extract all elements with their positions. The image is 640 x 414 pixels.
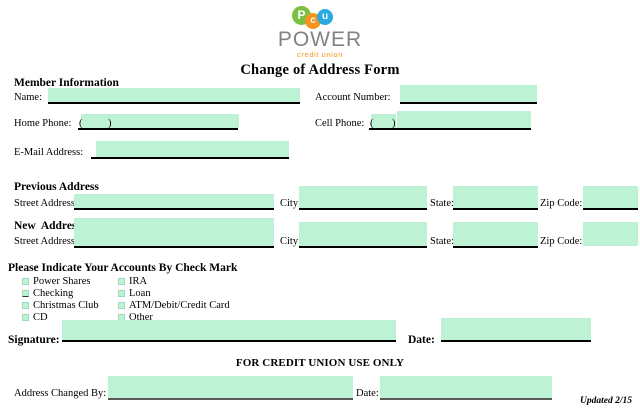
previous-zip-label: Zip Code:	[540, 198, 583, 209]
previous-state-field[interactable]	[453, 186, 538, 208]
new-zip-field[interactable]	[583, 222, 638, 246]
new-zip-label: Zip Code:	[540, 236, 583, 247]
cell-phone-open-paren: (	[370, 118, 374, 129]
previous-street-address-field[interactable]	[74, 194, 274, 208]
home-phone-label: Home Phone:	[14, 118, 72, 129]
name-field[interactable]	[48, 88, 300, 102]
checkbox-label-checking: Checking	[33, 288, 74, 299]
credit-union-date-field[interactable]	[380, 376, 552, 398]
previous-street-address-label: Street Address:	[14, 198, 78, 209]
home-phone-field-rule	[78, 128, 238, 130]
section-heading-member-information: Member Information	[14, 77, 119, 89]
checkbox-label-power-shares: Power Shares	[33, 276, 91, 287]
brand-logo: P c u POWER credit union	[0, 6, 640, 59]
new-city-rule	[299, 246, 427, 248]
cell-phone-label: Cell Phone:	[315, 118, 365, 129]
new-street-address-label: Street Address:	[14, 236, 78, 247]
checkbox-label-cd: CD	[33, 312, 48, 323]
previous-state-label: State:	[430, 198, 454, 209]
signature-label: Signature:	[8, 334, 60, 346]
logo-circle-blue-icon: u	[317, 9, 333, 25]
signature-rule	[62, 340, 396, 342]
new-city-field[interactable]	[299, 222, 427, 246]
credit-union-use-heading: FOR CREDIT UNION USE ONLY	[235, 357, 405, 369]
logo-wordmark: POWER	[277, 28, 363, 51]
previous-street-address-rule	[74, 208, 274, 210]
previous-zip-rule	[583, 208, 638, 210]
previous-state-rule	[453, 208, 538, 210]
home-phone-close-paren: )	[108, 118, 112, 129]
cell-phone-area-code-field[interactable]	[371, 114, 396, 128]
checkbox-ira[interactable]	[118, 278, 125, 285]
email-field[interactable]	[96, 141, 289, 157]
signature-date-label: Date:	[408, 334, 435, 346]
updated-stamp: Updated 2/15	[580, 396, 632, 406]
section-heading-previous-address: Previous Address	[14, 181, 99, 193]
cell-phone-field-rule	[369, 128, 531, 130]
checkbox-loan[interactable]	[118, 290, 125, 297]
checkbox-power-shares[interactable]	[22, 278, 29, 285]
checkbox-label-loan: Loan	[129, 288, 151, 299]
new-street-address-field[interactable]	[74, 218, 274, 246]
checkbox-label-christmas-club: Christmas Club	[33, 300, 99, 311]
new-city-label: City:	[280, 236, 302, 247]
address-changed-by-label: Address Changed By:	[14, 388, 107, 399]
signature-date-field[interactable]	[441, 318, 591, 340]
signature-field[interactable]	[62, 320, 396, 340]
previous-city-label: City:	[280, 198, 302, 209]
previous-zip-field[interactable]	[583, 186, 638, 208]
account-number-label: Account Number:	[315, 92, 391, 103]
previous-city-field[interactable]	[299, 186, 427, 208]
new-state-label: State:	[430, 236, 454, 247]
address-changed-by-field[interactable]	[108, 376, 353, 398]
cell-phone-field[interactable]	[397, 111, 531, 128]
new-street-address-rule	[74, 246, 274, 248]
checkbox-label-ira: IRA	[129, 276, 148, 287]
checkbox-cd[interactable]	[22, 314, 29, 321]
home-phone-open-paren: (	[79, 118, 83, 129]
checkbox-checking[interactable]	[22, 290, 29, 297]
name-label: Name:	[14, 92, 42, 103]
account-number-field-rule	[400, 102, 537, 104]
account-number-field[interactable]	[400, 85, 537, 102]
name-field-rule	[48, 102, 300, 104]
logo-tagline: credit union	[297, 50, 343, 59]
logo-circle-group: P c u	[292, 6, 348, 29]
checkbox-label-other: Other	[129, 312, 153, 323]
signature-date-rule	[441, 340, 591, 342]
email-label: E-Mail Address:	[14, 147, 84, 158]
previous-city-rule	[299, 208, 427, 210]
credit-union-date-label: Date:	[356, 388, 379, 399]
checkbox-label-atm-debit-credit-card: ATM/Debit/Credit Card	[129, 300, 230, 311]
new-state-field[interactable]	[453, 222, 538, 246]
home-phone-area-code-field[interactable]	[81, 114, 239, 128]
section-heading-new-address: New Address	[14, 220, 81, 232]
address-changed-by-rule	[108, 398, 353, 400]
checkbox-atm-debit-credit-card[interactable]	[118, 302, 125, 309]
section-heading-accounts: Please Indicate Your Accounts By Check M…	[8, 262, 238, 274]
credit-union-date-rule	[380, 398, 552, 400]
page-title: Change of Address Form	[240, 62, 400, 78]
cell-phone-close-paren: )	[392, 118, 396, 129]
new-state-rule	[453, 246, 538, 248]
email-field-rule	[91, 157, 289, 159]
checkbox-christmas-club[interactable]	[22, 302, 29, 309]
